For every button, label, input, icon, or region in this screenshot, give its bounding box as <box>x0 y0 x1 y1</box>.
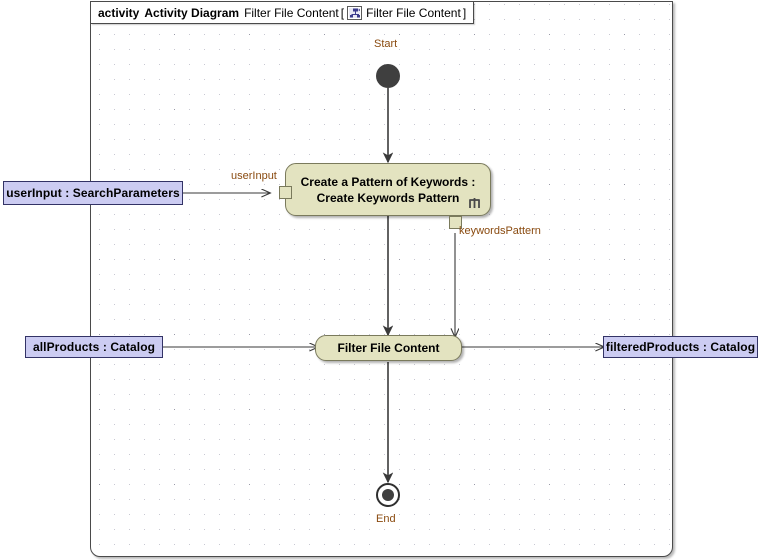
output-pin-keywordspattern[interactable] <box>449 216 462 229</box>
action-create-keywords-pattern[interactable]: Create a Pattern of Keywords : Create Ke… <box>285 163 491 216</box>
frame-type-label: Activity Diagram <box>144 5 240 20</box>
frame-keyword: activity <box>98 5 140 20</box>
activity-parameter-userinput[interactable]: userInput : SearchParameters <box>3 181 183 205</box>
input-pin-userinput[interactable] <box>279 186 292 199</box>
action-filter-file-content[interactable]: Filter File Content <box>315 335 462 361</box>
input-pin-userinput-label: userInput <box>231 170 277 182</box>
activity-diagram-frame: activity Activity Diagram Filter File Co… <box>90 1 673 557</box>
action-line-1: Create a Pattern of Keywords : <box>300 174 476 189</box>
output-pin-keywordspattern-label: keywordsPattern <box>459 225 541 237</box>
action-filter-file-content-text: Filter File Content <box>337 341 440 355</box>
activity-parameter-filteredproducts[interactable]: filteredProducts : Catalog <box>603 336 758 358</box>
final-node-label: End <box>376 513 396 525</box>
action-create-keywords-pattern-text: Create a Pattern of Keywords : Create Ke… <box>291 174 486 206</box>
rake-icon <box>468 197 481 210</box>
action-line-2: Create Keywords Pattern <box>316 190 460 205</box>
frame-bracket-close: ] <box>462 5 467 20</box>
activity-diagram-icon <box>347 5 363 20</box>
activity-parameter-allproducts-label: allProducts : Catalog <box>32 340 156 354</box>
diagram-frame-header: activity Activity Diagram Filter File Co… <box>91 2 474 24</box>
frame-diagram-name: Filter File Content <box>244 5 339 20</box>
activity-parameter-allproducts[interactable]: allProducts : Catalog <box>25 336 163 358</box>
activity-parameter-userinput-label: userInput : SearchParameters <box>6 186 180 200</box>
frame-bracket-open: [ <box>340 5 345 20</box>
initial-node-label: Start <box>374 38 398 50</box>
frame-tab-name: Filter File Content <box>366 5 461 20</box>
activity-parameter-filteredproducts-label: filteredProducts : Catalog <box>605 340 756 354</box>
